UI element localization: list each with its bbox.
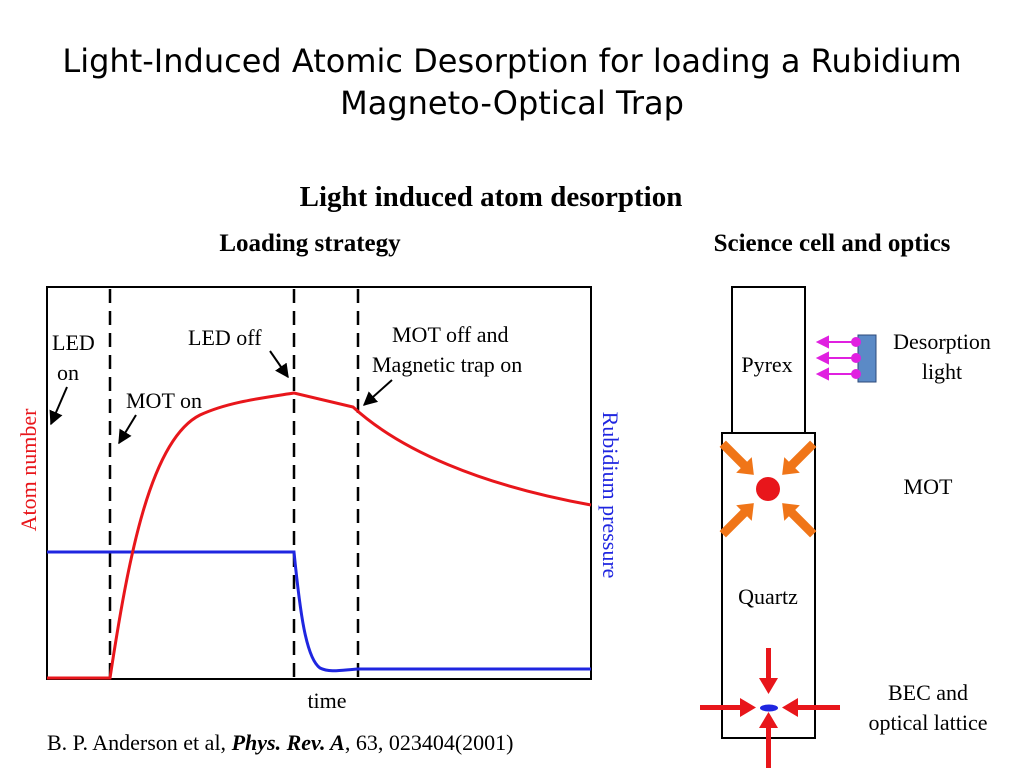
mot-beam-arrow-icon	[782, 440, 817, 475]
led-off-label: LED off	[188, 325, 262, 350]
bec-cloud	[760, 704, 778, 712]
mot-off-label-line-2: Magnetic trap on	[372, 352, 522, 377]
led-on-pointer-arrow	[49, 386, 68, 426]
led-emitter-icon	[851, 337, 861, 347]
citation-authors: B. P. Anderson et al,	[47, 730, 232, 755]
mot-beam-arrow-icon	[719, 440, 754, 475]
mot-off-label-line-1: MOT off and	[392, 322, 509, 347]
bec-label-line-2: optical lattice	[868, 710, 987, 735]
desorption-arrowhead-icon	[815, 351, 829, 365]
lattice-beam-bottom-icon	[766, 728, 771, 768]
desorption-label-line-1: Desorption	[893, 329, 991, 354]
mot-off-pointer-arrow	[362, 379, 393, 406]
mot-beams	[719, 440, 817, 538]
lattice-beam-top-icon	[766, 648, 771, 678]
lattice-arrowhead-icon	[782, 698, 798, 717]
lattice-beam-left-icon	[700, 705, 740, 710]
desorption-label-line-2: light	[922, 359, 962, 384]
quartz-label: Quartz	[738, 584, 798, 609]
mot-beam-arrow-icon	[782, 503, 817, 538]
mot-on-label: MOT on	[126, 388, 202, 413]
slide-title-line-2: Magneto-Optical Trap	[340, 84, 684, 122]
citation-details: , 63, 023404(2001)	[345, 730, 514, 755]
desorption-arrowhead-icon	[815, 335, 829, 349]
loading-strategy-heading: Loading strategy	[219, 230, 401, 257]
lattice-arrowhead-icon	[740, 698, 756, 717]
bec-label-line-1: BEC and	[888, 680, 968, 705]
plot-frame	[46, 286, 592, 680]
lattice-beam-right-icon	[798, 705, 840, 710]
led-emitter-icon	[851, 369, 861, 379]
led-on-label-line-1: LED	[52, 330, 95, 355]
citation: B. P. Anderson et al, Phys. Rev. A, 63, …	[47, 730, 513, 755]
mot-beam-arrow-icon	[719, 503, 754, 538]
lattice-arrowhead-icon	[759, 678, 778, 694]
rubidium-pressure-axis-label: Rubidium pressure	[598, 412, 623, 579]
atom-number-axis-label: Atom number	[16, 408, 41, 531]
mot-on-pointer-arrow	[118, 414, 137, 445]
desorption-arrowhead-icon	[815, 367, 829, 381]
led-on-label-line-2: on	[57, 360, 79, 385]
rubidium-pressure-curve	[47, 550, 591, 673]
atom-number-curve	[47, 391, 592, 680]
science-cell-heading: Science cell and optics	[714, 230, 951, 257]
time-axis-label: time	[307, 688, 346, 713]
lattice-beams	[700, 648, 840, 768]
led-off-pointer-arrow	[269, 350, 289, 379]
slide-title: Light-Induced Atomic Desorption for load…	[0, 40, 1024, 124]
figure-heading: Light induced atom desorption	[300, 181, 683, 213]
pyrex-label: Pyrex	[741, 352, 792, 377]
loading-strategy-plot: LED on MOT on LED off MOT off and Magnet…	[16, 286, 623, 713]
desorption-light-source	[815, 334, 877, 383]
science-cell-diagram: Pyrex Quartz Desorption light	[700, 286, 991, 768]
lattice-arrowhead-icon	[759, 712, 778, 728]
atom-cloud	[756, 477, 780, 501]
mot-label: MOT	[904, 474, 953, 499]
led-emitter-icon	[851, 353, 861, 363]
citation-journal: Phys. Rev. A	[231, 730, 345, 755]
slide-title-line-1: Light-Induced Atomic Desorption for load…	[62, 42, 962, 80]
